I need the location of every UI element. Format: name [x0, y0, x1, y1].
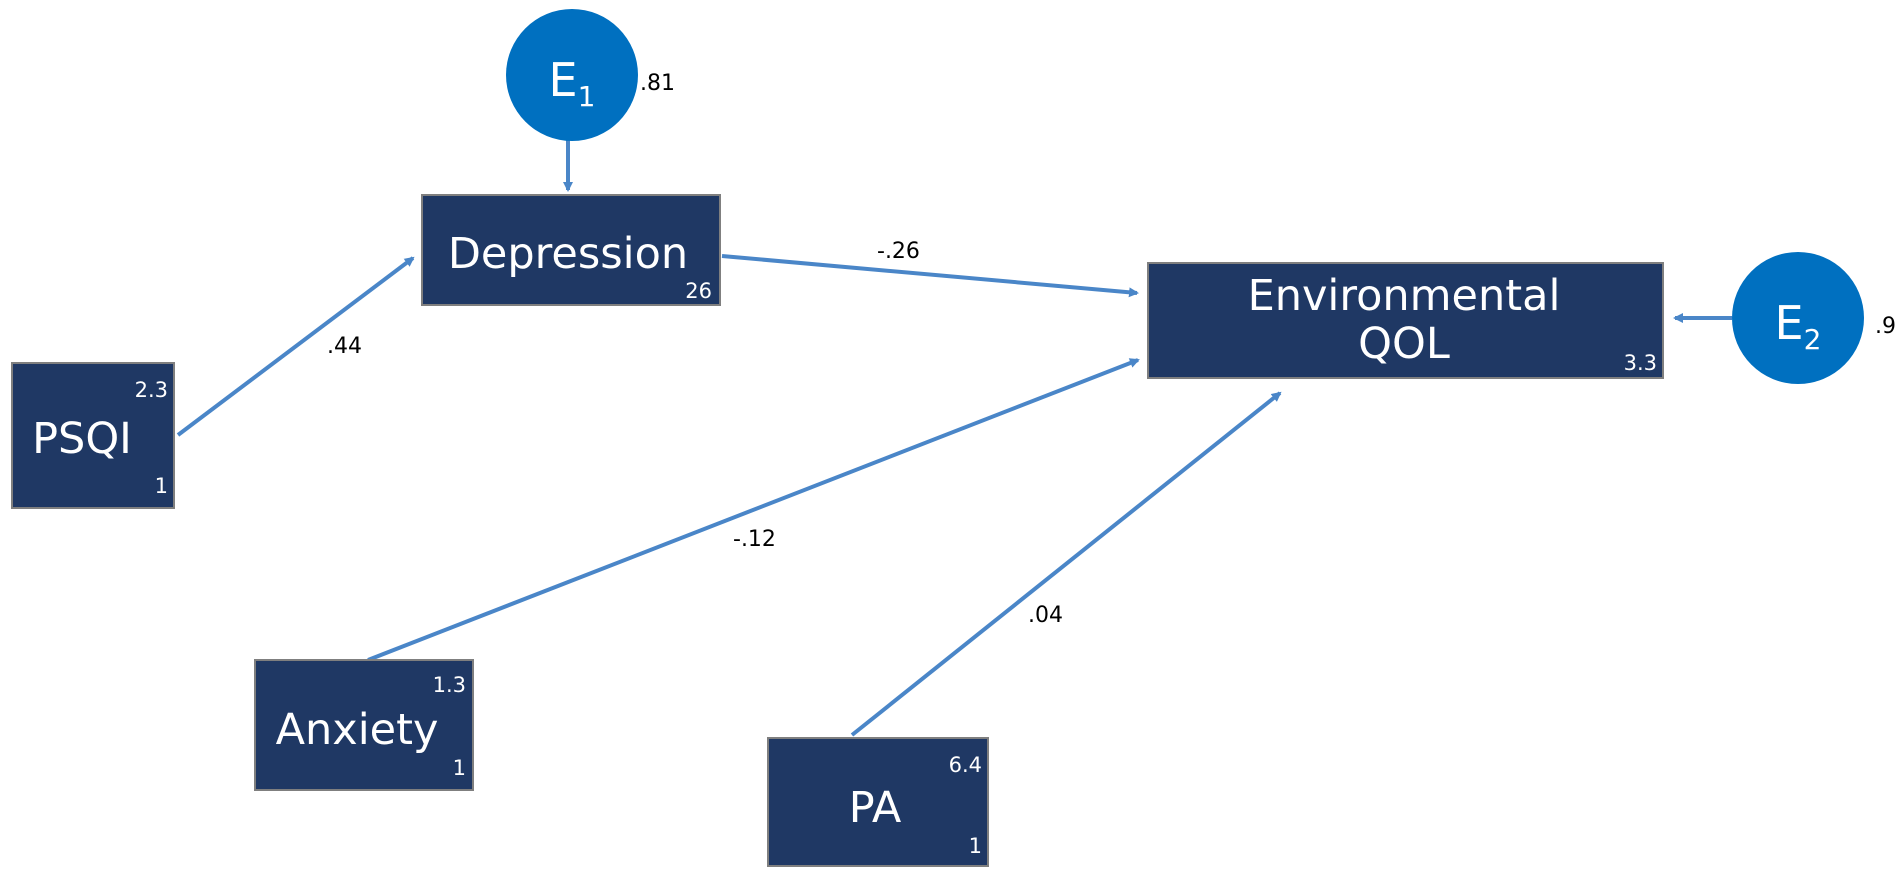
node-depression: Depression 26: [421, 194, 721, 306]
anxiety-label: Anxiety: [276, 705, 439, 755]
psqi-box: [11, 362, 175, 509]
path-arrows: [176, 140, 1732, 737]
e2-label: E2: [1775, 296, 1822, 356]
pa-box: [767, 737, 989, 867]
pa-label: PA: [849, 783, 902, 833]
path-coefficients: .44 -.26 -.12 .04: [327, 239, 1063, 628]
error-term-e2: E2 .9: [1732, 252, 1896, 384]
e1-variance: .81: [640, 71, 675, 96]
depression-intercept: 26: [685, 279, 712, 303]
coef-pa-to-qol: .04: [1028, 603, 1063, 628]
environmental-qol-label-line1: Environmental: [1248, 271, 1561, 321]
depression-label: Depression: [448, 229, 688, 279]
pa-mean: 6.4: [949, 753, 982, 777]
anxiety-mean: 1.3: [433, 673, 466, 697]
e2-variance: .9: [1875, 314, 1896, 339]
depression-box: [421, 194, 721, 306]
coef-depression-to-qol: -.26: [877, 239, 920, 264]
e2-circle: [1732, 252, 1864, 384]
psqi-variance: 1: [155, 474, 168, 498]
coef-psqi-to-depression: .44: [327, 334, 362, 359]
node-psqi: PSQI 2.3 1: [11, 362, 175, 509]
environmental-qol-label-line2: QOL: [1358, 319, 1450, 369]
psqi-mean: 2.3: [135, 378, 168, 402]
node-pa: PA 6.4 1: [767, 737, 989, 867]
pa-variance: 1: [969, 834, 982, 858]
coef-anxiety-to-qol: -.12: [733, 527, 776, 552]
node-anxiety: Anxiety 1.3 1: [254, 659, 474, 791]
e1-label: E1: [549, 53, 596, 113]
arrow-psqi-to-depression: [176, 256, 415, 437]
environmental-qol-box: [1147, 262, 1664, 379]
e1-circle: [506, 9, 638, 141]
psqi-label: PSQI: [32, 414, 132, 464]
arrow-pa-to-qol: [850, 391, 1282, 737]
anxiety-box: [254, 659, 474, 791]
anxiety-variance: 1: [453, 756, 466, 780]
arrow-anxiety-to-qol: [367, 358, 1140, 662]
error-term-e1: E1 .81: [506, 9, 675, 141]
environmental-qol-intercept: 3.3: [1624, 351, 1657, 375]
node-environmental-qol: Environmental QOL 3.3: [1147, 262, 1664, 379]
arrow-depression-to-qol: [721, 254, 1139, 298]
